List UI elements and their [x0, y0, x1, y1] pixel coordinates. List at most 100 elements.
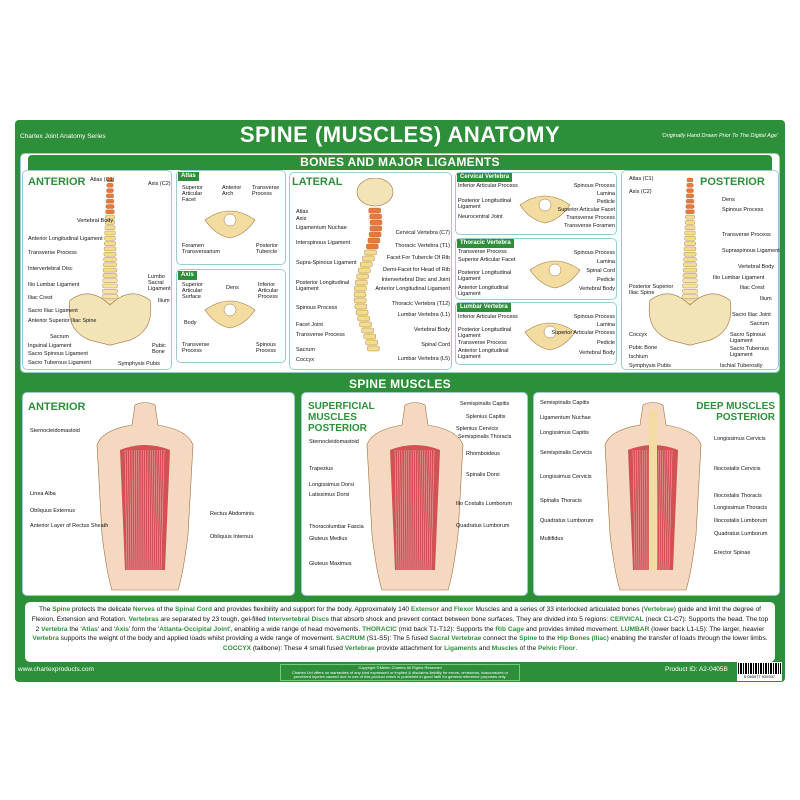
anatomy-label: Sacrum — [50, 334, 69, 340]
panel-title: SUPERFICIAL MUSCLES POSTERIOR — [308, 401, 375, 434]
anatomy-label: Sacro Spinous Ligament — [730, 332, 766, 344]
anatomy-label: Vertebral Body — [413, 327, 450, 333]
highlight-term: Rib Cage — [495, 625, 524, 633]
anatomy-label: Transverse Process — [252, 185, 280, 197]
panel-title: Axis — [178, 271, 197, 280]
anatomy-label: Superior Articular Facet — [458, 257, 516, 263]
anatomy-label: Ischial Tuberosity — [720, 363, 763, 369]
anatomy-label: Transverse Process — [182, 342, 210, 354]
highlight-term: Spine — [519, 635, 538, 643]
text-segment: of the — [154, 606, 176, 613]
anatomy-label: Spinal Cord — [586, 268, 615, 274]
muscles-section-title: SPINE MUSCLES — [28, 377, 772, 391]
anatomy-label: Body — [184, 320, 197, 326]
text-segment: to the — [537, 635, 558, 643]
highlight-term: Intervertebral Discs — [267, 615, 330, 623]
anatomy-label: Atlas (C1) — [629, 176, 654, 182]
anatomy-label: Pedicle — [596, 340, 615, 346]
anatomy-label: Gluteus Medius — [309, 536, 348, 542]
anatomy-label: Quadratus Lumborum — [714, 531, 768, 537]
anatomy-label: Trapezius — [309, 466, 333, 472]
anatomy-label: Vertebral Body — [578, 286, 615, 292]
highlight-term: Extensor — [410, 606, 440, 613]
highlight-term: Vertebras — [128, 615, 159, 623]
text-segment: of the — [517, 645, 538, 653]
text-segment: The — [39, 606, 53, 613]
anatomy-label: Anterior Longitudinal Ligament — [458, 348, 509, 360]
anatomy-label: Erector Spinae — [714, 550, 751, 556]
highlight-term: Spinal Cord — [175, 606, 213, 613]
anatomy-label: Spinous Process — [573, 183, 615, 189]
anatomy-label: Intervertebral Disc and Joint — [381, 277, 450, 283]
thoracic-vertebra-illustration — [529, 260, 581, 289]
anatomy-label: Thoracolumbar Fascia — [309, 524, 364, 530]
anatomy-label: Atlas — [296, 209, 309, 215]
text-segment: (mid back T1-T12): Supports the — [396, 625, 496, 633]
website-link[interactable]: www.chartexproducts.com — [18, 666, 94, 673]
anatomy-label: Axis — [296, 216, 307, 222]
posterior-spine-illustration — [648, 177, 732, 346]
anatomy-label: Transverse Process — [458, 340, 507, 346]
highlight-term: Vertebrae — [344, 645, 375, 653]
anatomy-label: Spinalis Thoracis — [540, 498, 582, 504]
anatomy-label: Posterior Longitudinal Ligament — [296, 280, 350, 292]
text-segment: that absorb shock and prevent contact be… — [329, 615, 611, 623]
anatomy-label: Sacrum — [296, 347, 315, 353]
highlight-term: Muscles — [491, 645, 518, 653]
anatomy-label: Splenius Cervicis — [456, 426, 499, 432]
anatomy-label: Inferior Articular Process — [258, 282, 279, 300]
anatomy-label: Longissimus Cervicis — [714, 436, 766, 442]
anatomy-label: Lumbar Vertebra (L5) — [397, 356, 450, 362]
copyright-box: Copyright ©Meirin Chartex All Rights Res… — [280, 664, 520, 681]
anatomy-label: Ilio Lumbar Ligament — [28, 282, 80, 288]
anatomy-label: Ilium — [158, 298, 170, 304]
anatomy-label: Inferior Articular Process — [458, 314, 518, 320]
anatomy-label: Superior Articular Facet — [557, 207, 615, 213]
anatomy-label: Pubic Bone — [629, 345, 658, 351]
panel-title: LATERAL — [292, 176, 343, 188]
anatomy-label: Lamina — [596, 322, 615, 328]
text-segment: Muscles and a series of 33 interlocked a… — [473, 606, 644, 613]
text-segment: connect the — [481, 635, 520, 643]
text-segment: ' form the ' — [128, 625, 160, 633]
highlight-term: Nerves — [132, 606, 155, 613]
anatomy-label: Posterior Tubercle — [256, 243, 279, 255]
anatomy-label: Thoracic Vertebra (T12) — [391, 301, 450, 307]
disclaimer: Chartex Ltd offers no warranties of any … — [291, 669, 509, 680]
product-id: Product ID: A2-0405B — [665, 666, 728, 673]
anatomy-label: Semispinalis Capitis — [460, 401, 510, 407]
lumbar-vertebra-illustration — [524, 322, 576, 351]
anatomy-label: Symphysis Pubis — [629, 363, 671, 369]
anatomy-label: Gluteus Maximus — [309, 561, 352, 567]
anatomy-label: Inferior Articular Process — [458, 183, 518, 189]
highlight-term: Flexor — [453, 606, 474, 613]
barcode-number: 5 060477 920337 — [743, 674, 776, 679]
highlight-term: Ligaments — [444, 645, 478, 653]
anatomy-label: Thoracic Vertebra (T1) — [394, 243, 450, 249]
text-segment: and — [439, 606, 454, 613]
text-segment: the ' — [67, 625, 82, 633]
anatomy-label: Semispinalis Thoracis — [458, 434, 512, 440]
anatomy-label: Atlas (C1) — [90, 177, 115, 183]
anatomy-label: Posterior Longitudinal Ligament — [458, 198, 512, 210]
anatomy-label: Axis (C2) — [629, 189, 652, 195]
panel-title: ANTERIOR — [28, 401, 86, 413]
anatomy-label: Spinous Process — [573, 314, 615, 320]
text-segment: are separated by 23 tough, gel-filled — [158, 615, 268, 623]
superficial-back-illustration — [366, 402, 464, 591]
anatomy-label: Ilium — [760, 296, 772, 302]
text-segment: protects the delicate — [70, 606, 133, 613]
page-title: SPINE (MUSCLES) ANATOMY — [239, 122, 561, 147]
anatomy-label: Ilio Lumbar Ligament — [713, 275, 765, 281]
anatomy-label: Pedicle — [596, 199, 615, 205]
anatomy-label: Spinous Process — [722, 207, 764, 213]
highlight-term: Atlanta-Occipital Joint — [159, 625, 230, 633]
anatomy-label: Supra-Spinous Ligament — [296, 260, 357, 266]
anatomy-label: Anterior Longitudinal Ligament — [375, 286, 450, 292]
anatomy-label: Sacro Spinous Ligament — [28, 351, 88, 357]
anatomy-label: Ilio Costalis Lumborum — [456, 501, 512, 507]
anatomy-label: Longissimus Dorsi — [309, 482, 354, 488]
barcode-bars — [738, 663, 781, 674]
anatomy-label: Interspinous Ligament — [296, 240, 351, 246]
anatomy-label: Vertebral Body — [738, 264, 775, 270]
